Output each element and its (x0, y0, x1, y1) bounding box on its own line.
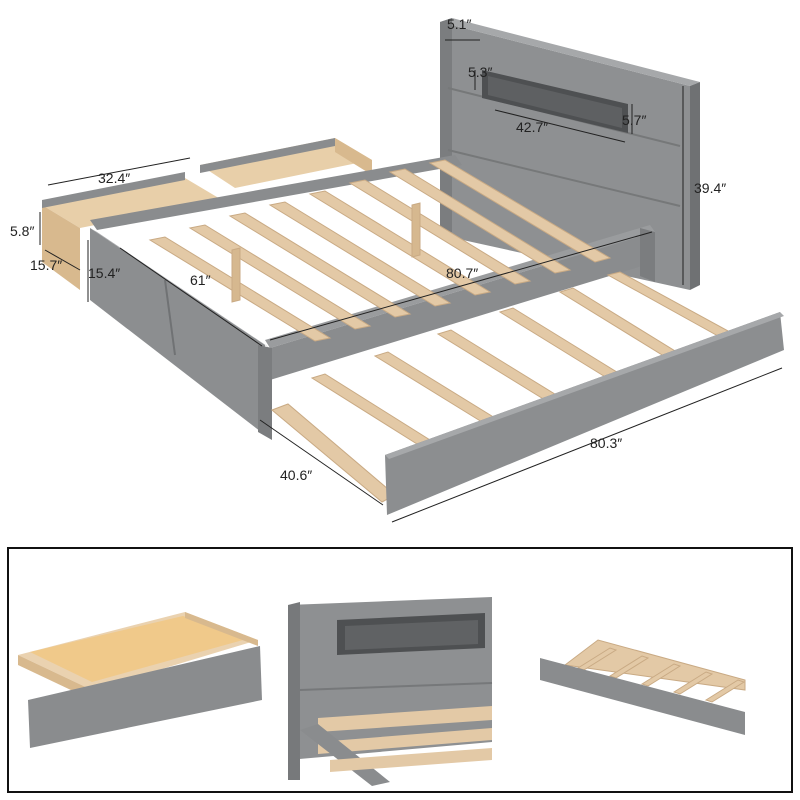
dim-headboard-height: 39.4″ (694, 180, 726, 196)
dim-trundle-width: 40.6″ (280, 467, 312, 483)
dim-bed-width: 61″ (190, 272, 211, 288)
dimension-lines (39, 39, 783, 523)
dim-side-height: 15.4″ (88, 265, 120, 281)
headboard (440, 18, 700, 290)
bed-slats (148, 159, 612, 342)
drawer-right (200, 138, 372, 188)
dim-bed-length: 80.7″ (446, 265, 478, 281)
detail-drawer (18, 612, 262, 748)
dim-shelf-height: 5.3″ (468, 64, 492, 80)
detail-headboard (288, 597, 493, 786)
dim-headboard-depth: 5.1″ (447, 16, 471, 32)
dim-drawer-height: 5.8″ (10, 223, 34, 239)
dim-drawer-depth: 15.7″ (30, 257, 62, 273)
detail-trundle (540, 639, 746, 735)
dim-drawer-length: 32.4″ (98, 170, 130, 186)
drawer-left (42, 172, 222, 290)
dim-shelf-depth: 5.7″ (622, 112, 646, 128)
trundle (271, 271, 784, 515)
dim-shelf-width: 42.7″ (516, 119, 548, 135)
dim-trundle-length: 80.3″ (590, 435, 622, 451)
